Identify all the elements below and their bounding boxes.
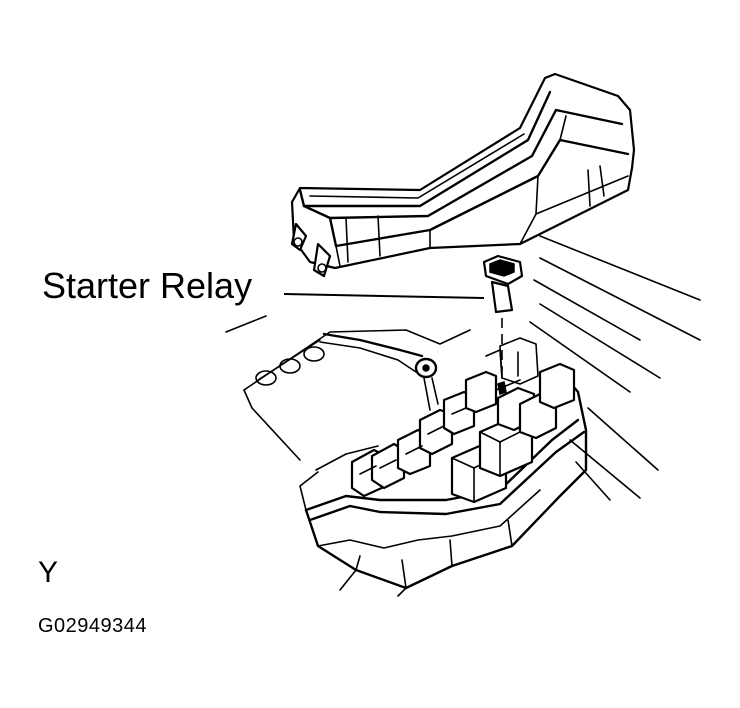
compartment-outline: [225, 235, 701, 501]
starter-relay: [482, 254, 524, 314]
corner-letter: Y: [38, 556, 59, 589]
callout-leader-line: [283, 293, 485, 299]
cutaway-lines: [339, 569, 407, 597]
figure-code: G02949344: [38, 615, 148, 637]
relay-box-cover: [290, 72, 636, 278]
starter-relay-label: Starter Relay: [42, 265, 253, 306]
relay-block-base: [299, 337, 588, 590]
